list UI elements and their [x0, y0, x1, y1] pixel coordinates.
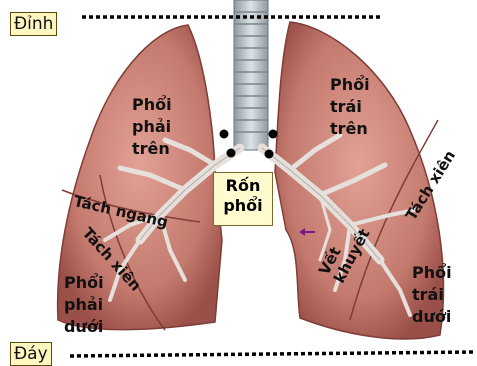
- right-upper-lobe-label: Phổi phải trên: [132, 94, 172, 160]
- hilum-dot: [220, 130, 229, 139]
- trachea: [234, 0, 268, 150]
- hilum-label-line1: Rốn: [214, 176, 272, 196]
- left-lower-lobe-label: Phổi trái dưới: [412, 262, 452, 328]
- hilum-label-box: Rốn phổi: [213, 172, 273, 226]
- apex-label: Đỉnh: [10, 12, 57, 36]
- left-upper-lobe-label: Phổi trái trên: [330, 74, 370, 140]
- hilum-dot: [265, 150, 274, 159]
- base-dotted-line: [70, 352, 474, 356]
- hilum-dot: [269, 130, 278, 139]
- hilum-dot: [227, 149, 236, 158]
- hilum-label-line2: phổi: [214, 196, 272, 216]
- base-label: Đáy: [10, 342, 52, 366]
- right-lower-lobe-label: Phổi phải dưới: [64, 272, 104, 338]
